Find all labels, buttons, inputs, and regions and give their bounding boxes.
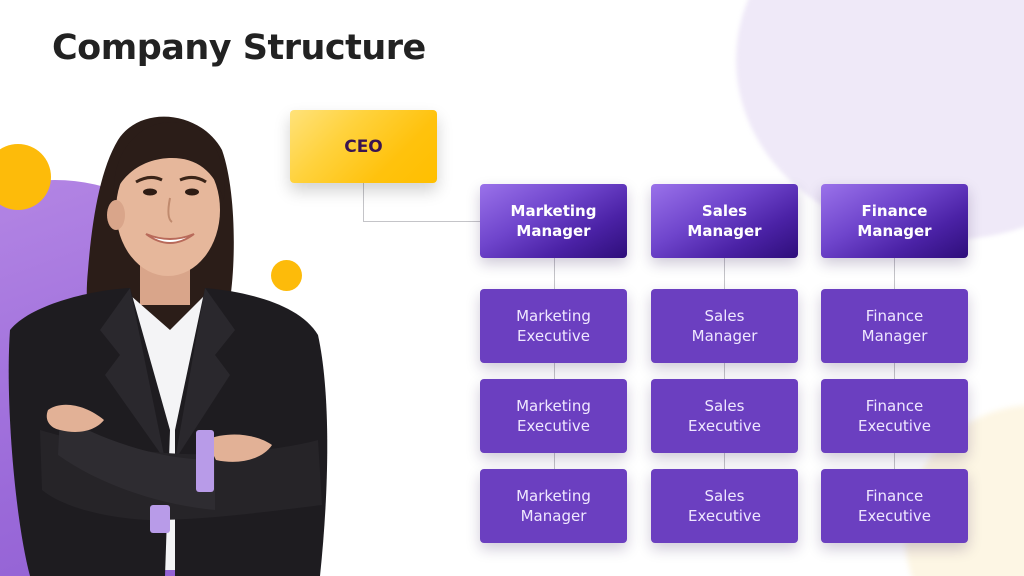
org-node-finance-member-2[interactable]: Finance Executive bbox=[821, 379, 968, 453]
node-label-line1: Marketing bbox=[510, 202, 597, 220]
node-label-line1: Marketing bbox=[516, 307, 591, 325]
connector-ceo-vertical bbox=[363, 183, 364, 221]
yellow-circle-small-decoration bbox=[271, 260, 302, 291]
node-label-line1: Finance bbox=[865, 487, 924, 505]
connector-sales-column bbox=[724, 258, 725, 469]
node-label-line1: Marketing bbox=[516, 487, 591, 505]
org-node-marketing-member-3[interactable]: Marketing Manager bbox=[480, 469, 627, 543]
org-node-finance-member-3[interactable]: Finance Executive bbox=[821, 469, 968, 543]
connector-marketing-column bbox=[554, 258, 555, 469]
node-label-line1: Finance bbox=[865, 307, 924, 325]
connector-finance-column bbox=[894, 258, 895, 469]
yellow-circle-large-decoration bbox=[0, 144, 51, 210]
org-node-sales-manager[interactable]: Sales Manager bbox=[651, 184, 798, 258]
ceo-label: CEO bbox=[344, 136, 383, 157]
org-node-sales-member-2[interactable]: Sales Executive bbox=[651, 379, 798, 453]
node-label-line2: Executive bbox=[687, 417, 762, 435]
org-node-marketing-member-2[interactable]: Marketing Executive bbox=[480, 379, 627, 453]
org-node-ceo[interactable]: CEO bbox=[290, 110, 437, 183]
node-label-line2: Manager bbox=[516, 222, 591, 240]
node-label-line2: Manager bbox=[861, 327, 928, 345]
node-label-line1: Finance bbox=[865, 397, 924, 415]
slide-title: Company Structure bbox=[52, 28, 426, 68]
org-node-sales-member-1[interactable]: Sales Manager bbox=[651, 289, 798, 363]
node-label-line2: Executive bbox=[857, 417, 932, 435]
node-label-line1: Sales bbox=[704, 307, 745, 325]
org-node-marketing-manager[interactable]: Marketing Manager bbox=[480, 184, 627, 258]
node-label-line2: Manager bbox=[520, 507, 587, 525]
node-label-line1: Marketing bbox=[516, 397, 591, 415]
node-label-line2: Manager bbox=[857, 222, 932, 240]
node-label-line2: Executive bbox=[516, 327, 590, 345]
node-label-line2: Executive bbox=[687, 507, 762, 525]
node-label-line2: Executive bbox=[857, 507, 932, 525]
node-label-line1: Finance bbox=[861, 202, 928, 220]
org-node-finance-member-1[interactable]: Finance Manager bbox=[821, 289, 968, 363]
node-label-line1: Sales bbox=[704, 487, 745, 505]
node-label-line1: Sales bbox=[701, 202, 748, 220]
node-label-line2: Manager bbox=[691, 327, 758, 345]
node-label-line2: Executive bbox=[516, 417, 590, 435]
org-node-sales-member-3[interactable]: Sales Executive bbox=[651, 469, 798, 543]
connector-ceo-horizontal bbox=[363, 221, 480, 222]
org-node-marketing-member-1[interactable]: Marketing Executive bbox=[480, 289, 627, 363]
node-label-line1: Sales bbox=[704, 397, 745, 415]
node-label-line2: Manager bbox=[687, 222, 762, 240]
businesswoman-photo bbox=[8, 116, 328, 576]
org-node-finance-manager[interactable]: Finance Manager bbox=[821, 184, 968, 258]
